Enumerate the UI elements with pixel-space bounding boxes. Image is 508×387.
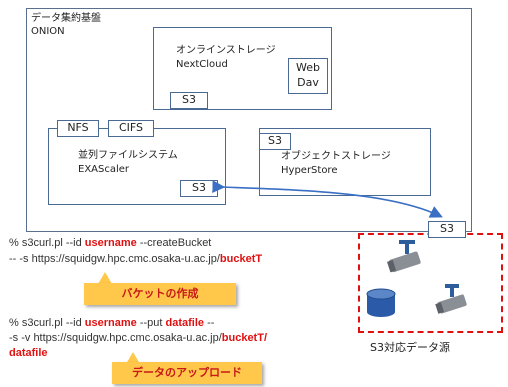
camera-icon (435, 284, 467, 314)
data-upload-banner: データのアップロード (112, 362, 262, 384)
bucket-arg: bucketT (219, 253, 263, 265)
webdav-line1: Web (296, 61, 320, 74)
cmd-text: % s3curl.pl --id (9, 317, 85, 329)
upload-banner-tail (126, 352, 140, 364)
put-command-line3: datafile (9, 346, 48, 360)
webdav-line2: Dav (297, 76, 319, 89)
parallel-fs-title-jp: 並列ファイルシステム (78, 150, 178, 161)
object-storage-s3-tag: S3 (259, 133, 291, 150)
webdav-tag: Web Dav (288, 58, 328, 94)
create-bucket-command-line2: -- -s https://squidgw.hpc.cmc.osaka-u.ac… (9, 252, 262, 266)
s3-connector-arrow (212, 180, 443, 218)
put-command-line1: % s3curl.pl --id username --put datafile… (9, 316, 214, 330)
s3-data-source-caption: S3対応データ源 (370, 341, 450, 354)
bucket-arg: bucketT/ (221, 332, 267, 344)
cmd-text: -s -v https://squidgw.hpc.cmc.osaka-u.ac… (9, 332, 222, 344)
online-storage-s3-tag: S3 (170, 92, 208, 109)
cmd-text: % s3curl.pl --id (9, 237, 85, 249)
create-bucket-command-line1: % s3curl.pl --id username --createBucket (9, 236, 211, 250)
parallel-fs-title-en: EXAScaler (78, 164, 130, 175)
onion-title-jp: データ集約基盤 (31, 13, 101, 24)
onion-title-en: ONION (31, 26, 65, 37)
online-storage-title-en: NextCloud (176, 59, 228, 70)
cmd-text: -- -s https://squidgw.hpc.cmc.osaka-u.ac… (9, 253, 220, 265)
datafile-arg: datafile (9, 347, 48, 359)
cmd-text: -- (204, 317, 215, 329)
object-storage-title-jp: オブジェクトストレージ (281, 151, 391, 162)
online-storage-title-jp: オンラインストレージ (176, 45, 276, 56)
create-bucket-banner: バケットの作成 (84, 283, 236, 305)
create-banner-tail (98, 272, 112, 284)
cifs-tag: CIFS (108, 120, 154, 137)
object-storage-title-en: HyperStore (281, 165, 338, 176)
username-arg: username (84, 237, 137, 249)
database-icon (366, 288, 396, 317)
external-s3-tag: S3 (428, 221, 466, 238)
cmd-text: --put (136, 317, 166, 329)
camera-icon (387, 240, 421, 273)
username-arg: username (84, 317, 137, 329)
cmd-text: --createBucket (136, 237, 212, 249)
nfs-tag: NFS (57, 120, 99, 137)
datafile-arg: datafile (165, 317, 205, 329)
put-command-line2: -s -v https://squidgw.hpc.cmc.osaka-u.ac… (9, 331, 267, 345)
